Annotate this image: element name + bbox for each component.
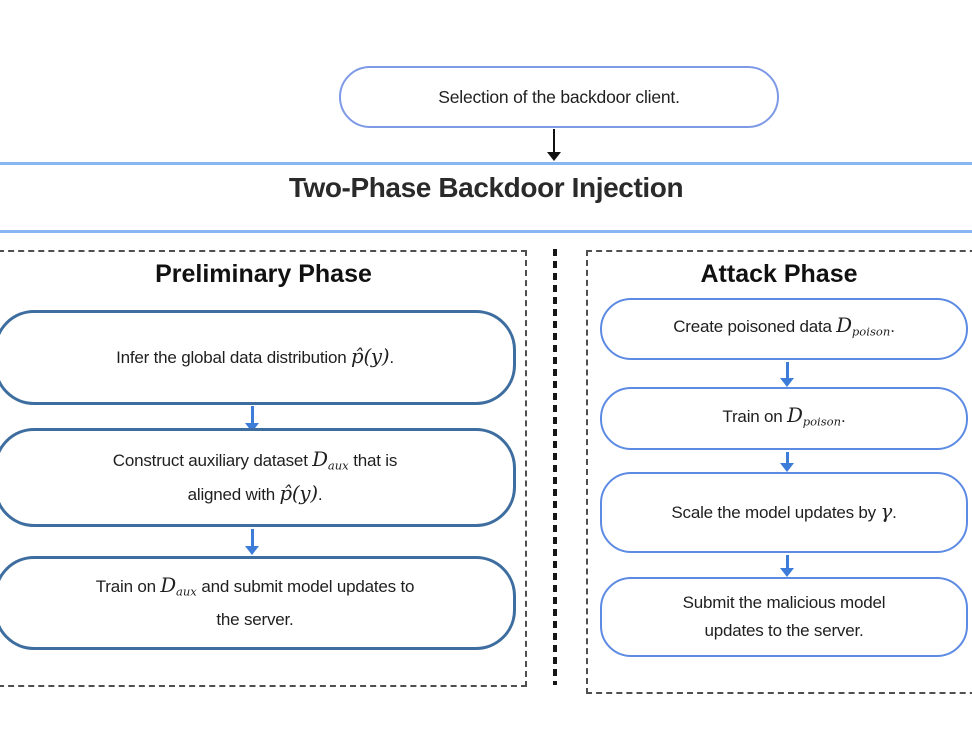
node-selection-of-backdoor-client: Selection of the backdoor client.: [339, 66, 779, 128]
attack-phase-panel: [586, 250, 972, 694]
arrow-head: [780, 463, 794, 472]
arrow-stem: [785, 555, 789, 568]
arrow-head: [245, 423, 259, 432]
node-label: Construct auxiliary dataset Daux that is…: [112, 448, 398, 505]
arrow-stem: [785, 362, 789, 378]
node-selection-label: Selection of the backdoor client.: [438, 86, 680, 107]
down-arrow-icon: [546, 129, 562, 161]
node-train-on-aux-submit-updates: Train on Daux and submit model updates t…: [0, 556, 516, 650]
preliminary-phase-panel: [0, 250, 527, 687]
phase-divider-dashed-line: [553, 249, 557, 685]
arrow-head: [780, 378, 794, 387]
down-arrow-icon: [779, 555, 795, 577]
down-arrow-icon: [244, 406, 260, 432]
arrow-stem: [785, 452, 789, 463]
banner-bottom-line: [0, 230, 972, 233]
node-construct-auxiliary-dataset: Construct auxiliary dataset Daux that is…: [0, 428, 516, 527]
banner-title: Two-Phase Backdoor Injection: [288, 172, 684, 203]
down-arrow-icon: [779, 452, 795, 472]
node-train-on-poison: Train on Dpoison.: [600, 387, 968, 450]
node-create-poisoned-data: Create poisoned data Dpoison.: [600, 298, 968, 360]
node-scale-model-updates: Scale the model updates by γ.: [600, 472, 968, 553]
node-label: Scale the model updates by γ.: [671, 500, 897, 523]
node-label: Train on Daux and submit model updates t…: [95, 574, 415, 629]
node-label: Create poisoned data Dpoison.: [673, 314, 895, 339]
attack-phase-title: Attack Phase: [700, 260, 858, 288]
node-label: Infer the global data distribution p̂(y)…: [116, 345, 394, 368]
arrow-stem: [552, 129, 556, 152]
arrow-stem: [250, 529, 254, 546]
arrow-head: [547, 152, 561, 161]
node-infer-global-distribution: Infer the global data distribution p̂(y)…: [0, 310, 516, 405]
down-arrow-icon: [244, 529, 260, 555]
preliminary-phase-title: Preliminary Phase: [155, 260, 372, 288]
arrow-head: [780, 568, 794, 577]
arrow-head: [245, 546, 259, 555]
node-label: Train on Dpoison.: [722, 403, 846, 429]
banner-top-line: [0, 162, 972, 165]
down-arrow-icon: [779, 362, 795, 387]
arrow-stem: [250, 406, 254, 423]
